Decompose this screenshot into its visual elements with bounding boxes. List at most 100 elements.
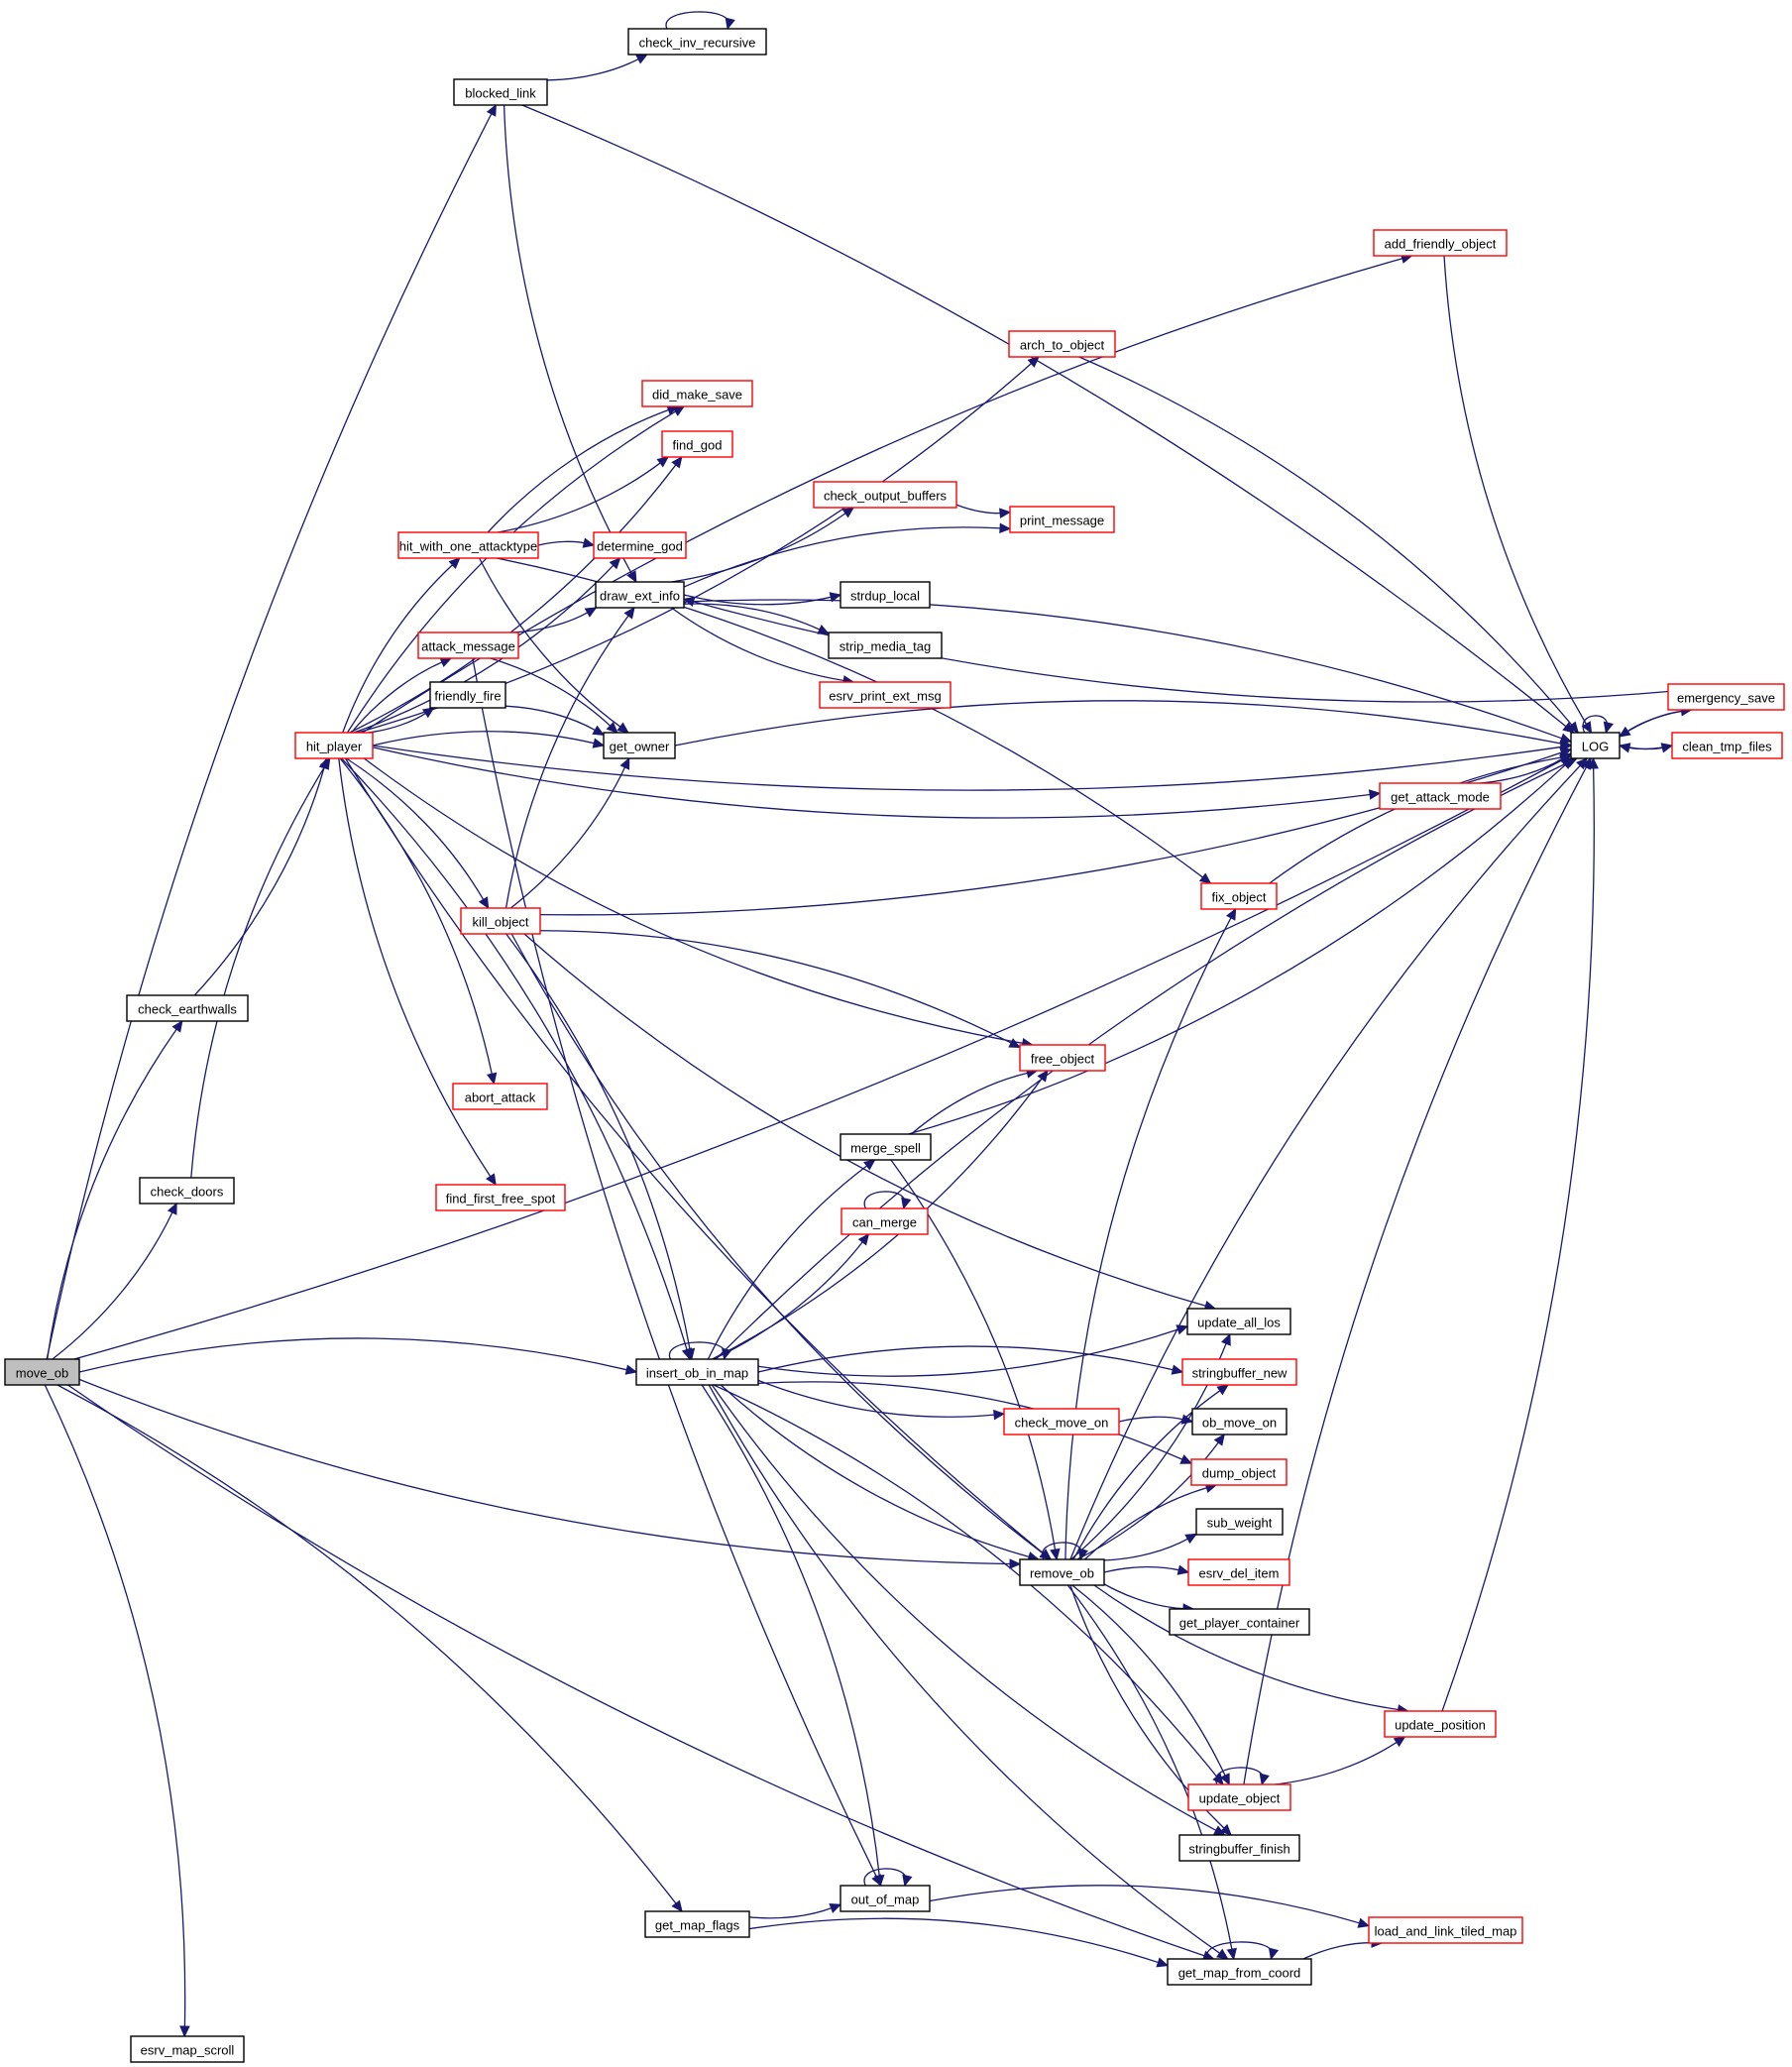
node-hit_with_one_attacktype[interactable]: hit_with_one_attacktype: [397, 531, 539, 559]
node-friendly_fire[interactable]: friendly_fire: [429, 681, 506, 709]
node-get_owner[interactable]: get_owner: [603, 732, 676, 759]
node-update_position[interactable]: update_position: [1384, 1710, 1497, 1738]
node-box[interactable]: [126, 994, 249, 1022]
node-box[interactable]: [1671, 732, 1783, 759]
node-box[interactable]: [1019, 1558, 1105, 1586]
node-determine_god[interactable]: determine_god: [593, 531, 687, 559]
node-box[interactable]: [1200, 882, 1278, 910]
node-box[interactable]: [1190, 1458, 1288, 1486]
node-box[interactable]: [1181, 1358, 1297, 1386]
node-arch_to_object[interactable]: arch_to_object: [1008, 330, 1116, 358]
node-update_object[interactable]: update_object: [1187, 1783, 1291, 1811]
node-box[interactable]: [1384, 1710, 1497, 1738]
node-add_friendly_object[interactable]: add_friendly_object: [1373, 229, 1508, 257]
node-box[interactable]: [819, 681, 952, 709]
node-box[interactable]: [1379, 782, 1502, 810]
node-free_object[interactable]: free_object: [1019, 1044, 1106, 1072]
node-draw_ext_info[interactable]: draw_ext_info: [595, 581, 685, 609]
node-check_earthwalls[interactable]: check_earthwalls: [126, 994, 249, 1022]
node-get_player_container[interactable]: get_player_container: [1169, 1608, 1310, 1636]
node-box[interactable]: [603, 732, 676, 759]
node-abort_attack[interactable]: abort_attack: [452, 1083, 548, 1110]
node-did_make_save[interactable]: did_make_save: [641, 380, 753, 407]
node-stringbuffer_new[interactable]: stringbuffer_new: [1181, 1358, 1297, 1386]
node-LOG[interactable]: LOG: [1570, 732, 1621, 759]
node-box[interactable]: [453, 78, 548, 106]
node-dump_object[interactable]: dump_object: [1190, 1458, 1288, 1486]
node-load_and_link_tiled_map[interactable]: load_and_link_tiled_map: [1368, 1916, 1523, 1944]
node-ob_move_on[interactable]: ob_move_on: [1191, 1408, 1288, 1435]
node-box[interactable]: [635, 1358, 759, 1386]
node-hit_player[interactable]: hit_player: [294, 732, 374, 759]
node-box[interactable]: [452, 1083, 548, 1110]
node-esrv_del_item[interactable]: esrv_del_item: [1187, 1558, 1290, 1586]
node-box[interactable]: [1195, 1508, 1284, 1536]
node-box[interactable]: [1570, 732, 1621, 759]
node-check_doors[interactable]: check_doors: [139, 1177, 235, 1205]
node-box[interactable]: [1187, 1783, 1291, 1811]
node-box[interactable]: [593, 531, 687, 559]
node-box[interactable]: [641, 380, 753, 407]
node-sub_weight[interactable]: sub_weight: [1195, 1508, 1284, 1536]
node-box[interactable]: [840, 1207, 929, 1235]
node-emergency_save[interactable]: emergency_save: [1667, 683, 1785, 711]
node-box[interactable]: [1169, 1608, 1310, 1636]
node-check_inv_recursive[interactable]: check_inv_recursive: [627, 28, 767, 56]
node-box[interactable]: [4, 1358, 80, 1386]
node-box[interactable]: [1008, 330, 1116, 358]
node-clean_tmp_files[interactable]: clean_tmp_files: [1671, 732, 1783, 759]
node-get_map_flags[interactable]: get_map_flags: [644, 1910, 750, 1938]
node-box[interactable]: [595, 581, 685, 609]
node-box[interactable]: [644, 1910, 750, 1938]
node-box[interactable]: [1186, 1308, 1291, 1335]
node-kill_object[interactable]: kill_object: [460, 907, 541, 935]
node-remove_ob[interactable]: remove_ob: [1019, 1558, 1105, 1586]
node-box[interactable]: [397, 531, 539, 559]
node-attack_message[interactable]: attack_message: [417, 632, 519, 659]
node-box[interactable]: [417, 632, 519, 659]
node-can_merge[interactable]: can_merge: [840, 1207, 929, 1235]
node-print_message[interactable]: print_message: [1009, 506, 1115, 533]
node-box[interactable]: [1667, 683, 1785, 711]
node-move_ob[interactable]: move_ob: [4, 1358, 80, 1386]
node-box[interactable]: [1373, 229, 1508, 257]
node-out_of_map[interactable]: out_of_map: [840, 1885, 931, 1912]
node-get_map_from_coord[interactable]: get_map_from_coord: [1167, 1958, 1312, 1986]
node-box[interactable]: [1009, 506, 1115, 533]
node-box[interactable]: [1003, 1408, 1120, 1435]
node-box[interactable]: [429, 681, 506, 709]
node-box[interactable]: [661, 430, 733, 458]
node-esrv_map_scroll[interactable]: esrv_map_scroll: [130, 2035, 245, 2063]
node-stringbuffer_finish[interactable]: stringbuffer_finish: [1178, 1834, 1300, 1862]
node-box[interactable]: [1187, 1558, 1290, 1586]
node-box[interactable]: [813, 481, 957, 509]
node-strdup_local[interactable]: strdup_local: [840, 581, 931, 609]
node-check_move_on[interactable]: check_move_on: [1003, 1408, 1120, 1435]
node-blocked_link[interactable]: blocked_link: [453, 78, 548, 106]
node-box[interactable]: [1019, 1044, 1106, 1072]
node-box[interactable]: [435, 1184, 566, 1211]
node-box[interactable]: [627, 28, 767, 56]
node-box[interactable]: [1178, 1834, 1300, 1862]
node-box[interactable]: [1191, 1408, 1288, 1435]
node-find_first_free_spot[interactable]: find_first_free_spot: [435, 1184, 566, 1211]
node-box[interactable]: [1167, 1958, 1312, 1986]
node-box[interactable]: [130, 2035, 245, 2063]
node-insert_ob_in_map[interactable]: insert_ob_in_map: [635, 1358, 759, 1386]
node-check_output_buffers[interactable]: check_output_buffers: [813, 481, 957, 509]
node-get_attack_mode[interactable]: get_attack_mode: [1379, 782, 1502, 810]
node-box[interactable]: [294, 732, 374, 759]
node-esrv_print_ext_msg[interactable]: esrv_print_ext_msg: [819, 681, 952, 709]
node-box[interactable]: [840, 1885, 931, 1912]
node-box[interactable]: [840, 581, 931, 609]
node-update_all_los[interactable]: update_all_los: [1186, 1308, 1291, 1335]
node-box[interactable]: [840, 1133, 932, 1161]
node-box[interactable]: [460, 907, 541, 935]
node-strip_media_tag[interactable]: strip_media_tag: [828, 632, 943, 659]
node-box[interactable]: [139, 1177, 235, 1205]
node-fix_object[interactable]: fix_object: [1200, 882, 1278, 910]
node-merge_spell[interactable]: merge_spell: [840, 1133, 932, 1161]
node-find_god[interactable]: find_god: [661, 430, 733, 458]
node-box[interactable]: [1368, 1916, 1523, 1944]
node-box[interactable]: [828, 632, 943, 659]
